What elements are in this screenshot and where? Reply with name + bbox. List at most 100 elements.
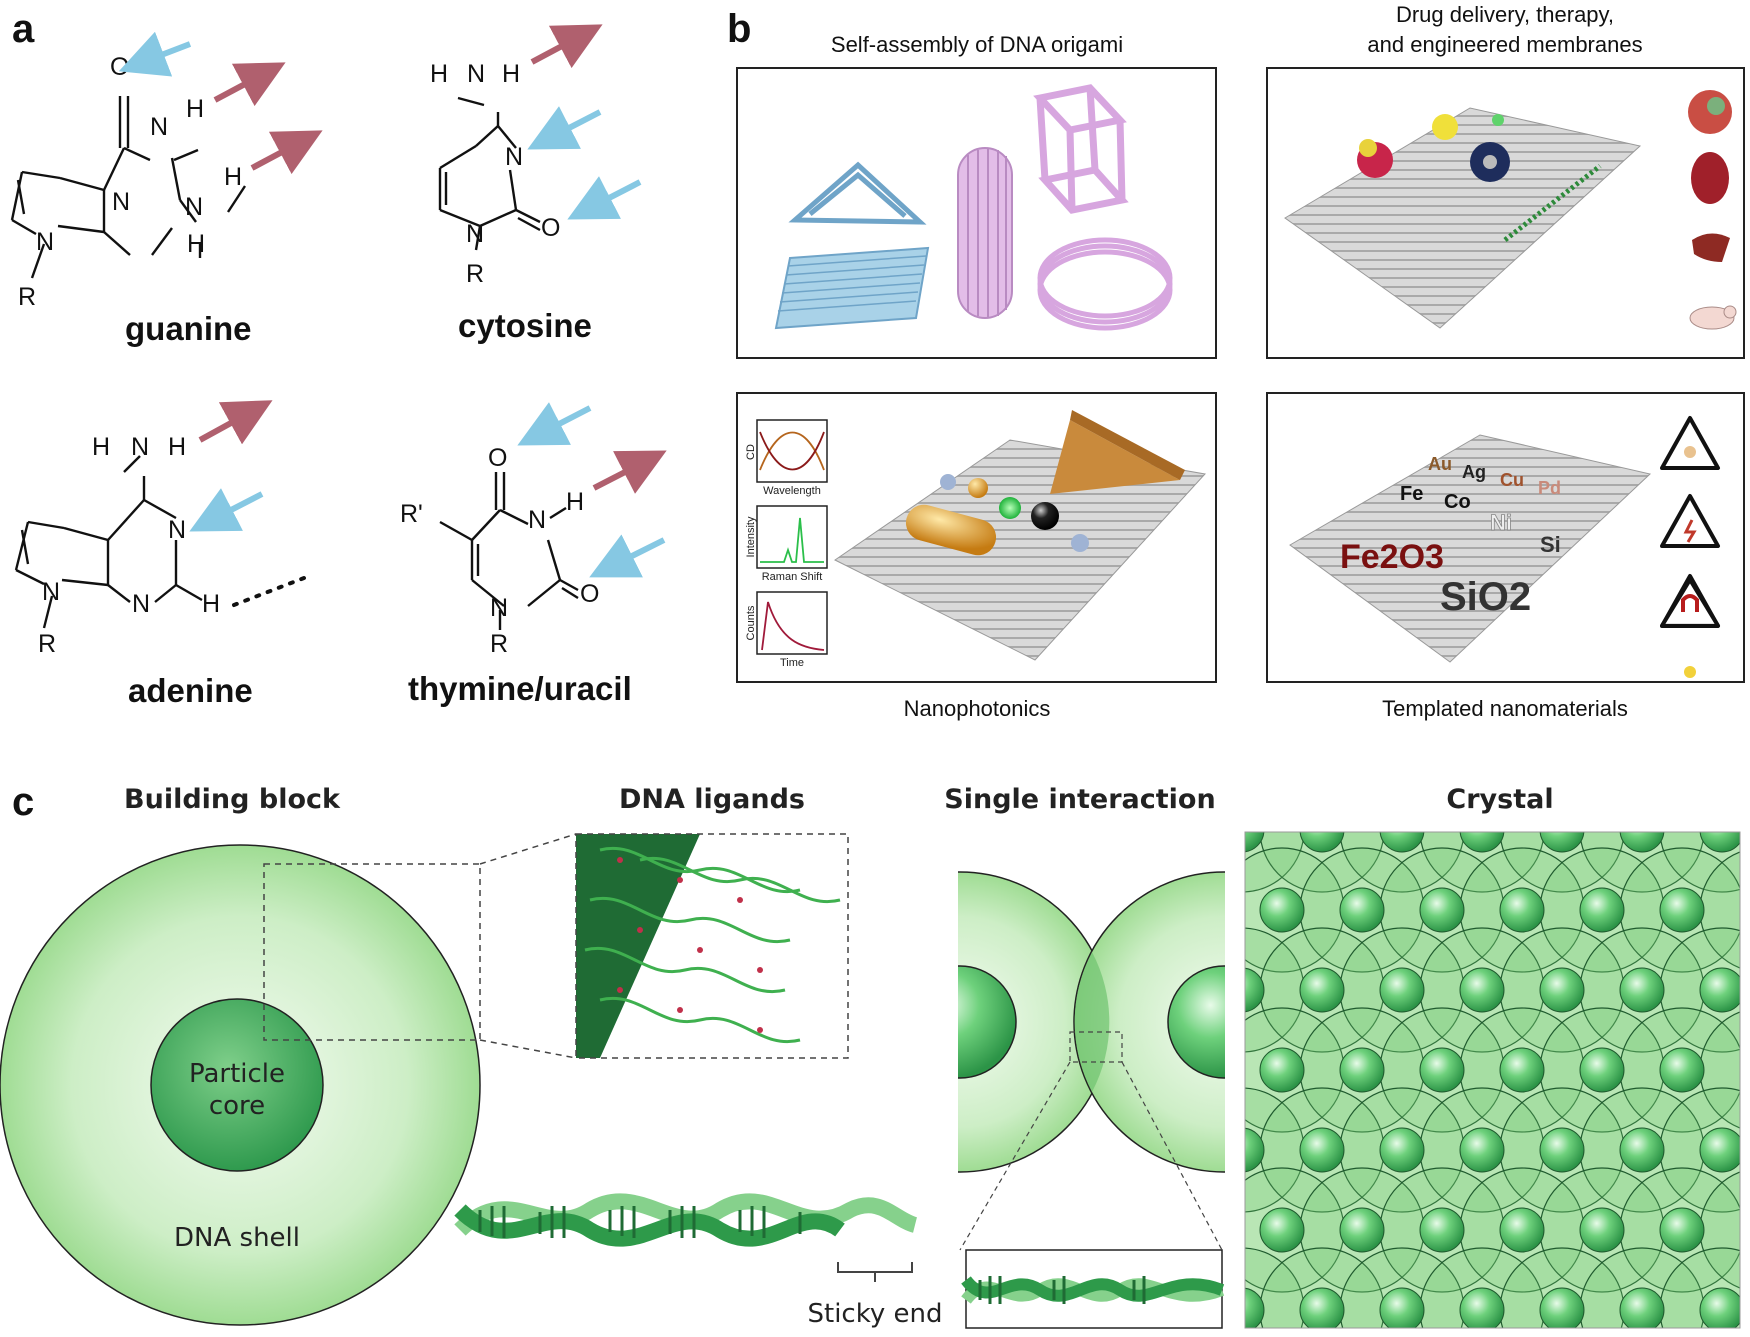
svg-text:N: N [185, 193, 203, 221]
svg-text:H: H [502, 60, 520, 88]
crystal-particle [1539, 1287, 1585, 1328]
crystal-particle [1579, 1047, 1625, 1093]
crystal-particle [1299, 1287, 1345, 1328]
svg-text:H: H [168, 433, 186, 461]
sticky-end-label: Sticky end [808, 1299, 943, 1329]
svg-text:N: N [150, 113, 168, 141]
svg-text:R: R [38, 630, 56, 658]
svg-text:Ni: Ni [1490, 510, 1512, 535]
crystal-particle [1459, 1287, 1505, 1328]
crystal-particle [1619, 967, 1665, 1013]
svg-text:N: N [42, 578, 60, 606]
crystal-particle [1499, 1047, 1545, 1093]
title-drug-delivery-2: and engineered membranes [1367, 32, 1642, 57]
organ-icons [1688, 90, 1737, 330]
inset-frame [575, 833, 849, 1059]
crystal-particle [1659, 887, 1705, 933]
muscle-icon [1660, 416, 1720, 470]
zoom-box [1069, 1031, 1123, 1063]
svg-text:R: R [466, 260, 484, 288]
nanoparticles [905, 410, 1185, 556]
crystal-particle [1259, 887, 1305, 933]
svg-text:R': R' [400, 500, 423, 528]
crystal-particle [1419, 887, 1465, 933]
property-icons [1660, 416, 1720, 628]
svg-text:H: H [224, 163, 242, 191]
mini-plot-lifetime [756, 591, 828, 655]
sticky-end-bracket [837, 1262, 913, 1282]
acceptor-arrow [189, 488, 264, 532]
origami-triangle [788, 161, 927, 225]
donor-arrow [592, 450, 667, 494]
svg-text:H: H [187, 230, 205, 258]
title-self-assembly: Self-assembly of DNA origami [831, 32, 1123, 57]
crystal-particle [1459, 832, 1505, 853]
crystal-particle [1245, 1287, 1265, 1328]
svg-text:N: N [168, 516, 186, 544]
svg-text:N: N [490, 594, 508, 622]
crystal-lattice [1245, 832, 1740, 1328]
svg-text:H: H [186, 95, 204, 123]
svg-text:N: N [36, 228, 54, 256]
adenine-atoms: H N H N N N R H [38, 433, 220, 658]
crystal-particle [1459, 1127, 1505, 1173]
crystal-particle [1419, 1207, 1465, 1253]
crystal-particle [1259, 1047, 1305, 1093]
svg-text:N: N [112, 188, 130, 216]
svg-text:N: N [132, 590, 150, 618]
mini-plot-cd [756, 419, 828, 483]
hydrogen-bond-dots [232, 576, 306, 607]
mini-plot-xlabel: Time [780, 657, 804, 669]
svg-text:H: H [92, 433, 110, 461]
svg-text:N: N [466, 220, 484, 248]
lightbulb-icon [1660, 577, 1720, 628]
origami-tube [957, 147, 1013, 319]
svg-text:R: R [490, 630, 508, 658]
title-drug-delivery-1: Drug delivery, therapy, [1396, 2, 1614, 27]
dna-duplex [454, 1193, 918, 1247]
crystal-particle [1499, 887, 1545, 933]
heading-building-block: Building block [124, 784, 341, 815]
crystal-particle [1739, 905, 1740, 915]
crystal-particle [1379, 967, 1425, 1013]
heading-single-interaction: Single interaction [944, 784, 1215, 815]
svg-text:Pd: Pd [1538, 478, 1561, 498]
cytosine-structure [438, 96, 541, 251]
dna-origami-plate [1289, 434, 1652, 663]
origami-ring [1037, 237, 1173, 331]
svg-text:H: H [566, 488, 584, 516]
heading-dna-ligands: DNA ligands [619, 784, 805, 815]
svg-text:SiO2: SiO2 [1440, 575, 1531, 619]
origami-sheet [774, 246, 930, 330]
crystal-particle [1339, 887, 1385, 933]
donor-arrow [198, 400, 273, 445]
panel-c-label: c [12, 780, 34, 824]
particle-core-label-2: core [209, 1091, 265, 1121]
crystal-particle [1379, 1287, 1425, 1328]
crystal-particle [1659, 1047, 1705, 1093]
crystal-particle [1699, 832, 1740, 853]
crystal-particle [1245, 1127, 1265, 1173]
svg-text:Ag: Ag [1462, 462, 1486, 482]
dna-ligands-inset [576, 834, 848, 1058]
crystal-frame [1244, 831, 1741, 1329]
mini-plot-ylabel: CD [745, 444, 757, 460]
crystal-particle [1699, 967, 1740, 1013]
panel-a-label: a [12, 7, 35, 51]
heading-crystal: Crystal [1446, 784, 1553, 815]
thymine-structure [439, 472, 579, 630]
svg-text:O: O [488, 444, 507, 472]
acceptor-arrow [517, 402, 592, 446]
base-name-cytosine: cytosine [458, 307, 592, 344]
svg-text:Fe2O3: Fe2O3 [1340, 538, 1444, 576]
svg-text:Co: Co [1444, 491, 1471, 513]
zoom-box [263, 863, 481, 1041]
crystal-shell [1245, 832, 1305, 893]
crystal-particle [1299, 832, 1345, 853]
crystal-particle [1739, 1225, 1740, 1235]
crystal-particle [1339, 1047, 1385, 1093]
crystal-particle [1579, 1207, 1625, 1253]
mini-plot-ylabel: Counts [745, 605, 757, 640]
crystal-particle [1299, 967, 1345, 1013]
